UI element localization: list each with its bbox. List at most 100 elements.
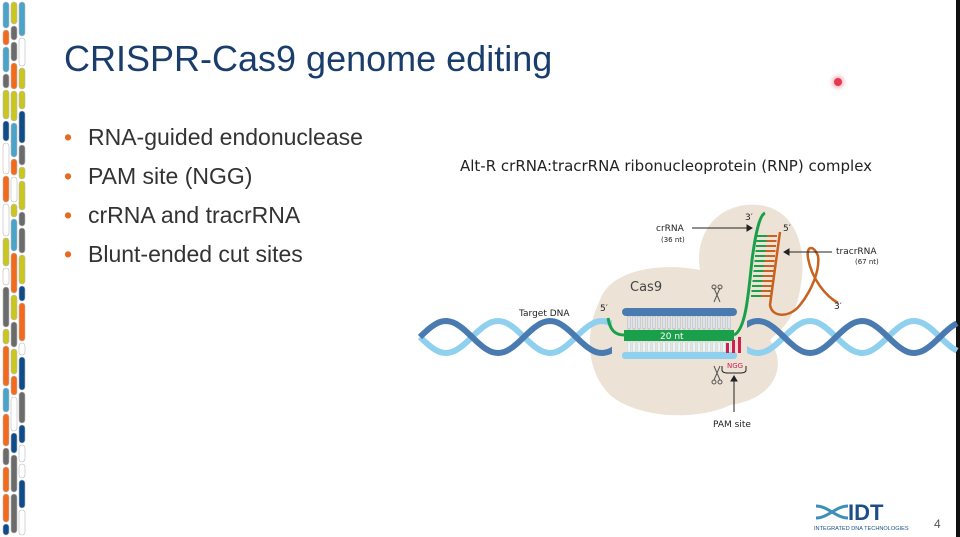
label-5-prime: 5′ <box>783 224 791 234</box>
chromosome-segment <box>18 1 26 37</box>
dna-bubble-top-strand <box>622 308 737 316</box>
base-pair <box>702 341 706 353</box>
bullet-icon: • <box>64 241 73 267</box>
chromosome-segment <box>18 285 26 302</box>
label-ngg: NGG <box>727 362 743 370</box>
chromosome-segment <box>2 120 10 142</box>
chromosome-segment <box>10 375 18 396</box>
base-pair <box>647 341 651 353</box>
base-pair <box>627 341 631 353</box>
base-pair <box>642 315 646 330</box>
dna-bubble-bottom-strand <box>622 352 737 359</box>
chromosome-segment <box>2 142 10 175</box>
base-pair <box>727 315 731 330</box>
bullet-item: • Blunt-ended cut sites <box>62 241 363 280</box>
pam-bars <box>726 337 741 353</box>
label-crrna-length: (36 nt) <box>661 236 685 244</box>
chromosome-segment <box>18 463 26 479</box>
chromosome-segment <box>18 444 26 463</box>
crispr-rnp-diagram: 20 nt NGG crRNA (36 nt) tracrRNA (67 nt)… <box>417 204 959 430</box>
chromosome-segment <box>2 267 10 286</box>
pam-bracket <box>721 366 747 374</box>
chromosome-segment <box>18 166 26 180</box>
svg-text:IDT: IDT <box>848 500 884 525</box>
base-pair <box>702 315 706 330</box>
chromosome-segment <box>10 1 18 25</box>
scissors-icon <box>711 365 723 385</box>
base-pair <box>677 315 681 330</box>
base-pair <box>697 315 701 330</box>
crrna-strand <box>606 211 766 337</box>
bullet-item: •RNA-guided endonuclease <box>62 124 363 163</box>
base-pair <box>662 341 666 353</box>
base-pair <box>662 315 666 330</box>
base-pair <box>627 315 631 330</box>
base-pair <box>687 315 691 330</box>
crrna-tracrrna-stem <box>751 235 777 297</box>
bullet-icon: • <box>64 202 73 228</box>
chromosome-segment <box>10 158 18 176</box>
crrna-spacer-20nt <box>624 330 734 341</box>
base-pair <box>672 341 676 353</box>
base-pair <box>667 341 671 353</box>
chromosome-segment <box>10 396 18 432</box>
chromosome-segment <box>18 37 26 67</box>
bullet-list: •RNA-guided endonuclease • PAM site (NGG)… <box>62 124 363 280</box>
chromosome-segment <box>2 237 10 267</box>
window-edge <box>956 0 960 537</box>
base-pair <box>642 341 646 353</box>
label-cas9: Cas9 <box>630 280 662 295</box>
base-pair <box>677 341 681 353</box>
label-20-nt: 20 nt <box>660 332 684 342</box>
logo-tagline: INTEGRATED DNA TECHNOLOGIES <box>814 526 909 532</box>
base-pair <box>637 341 641 353</box>
label-crrna: crRNA <box>656 224 685 234</box>
chromosome-segment <box>18 211 26 227</box>
bullet-text: PAM site (NGG) <box>88 163 253 189</box>
base-pair <box>682 341 686 353</box>
base-pair <box>632 315 636 330</box>
base-pair <box>672 315 676 330</box>
chromosome-segment <box>2 493 10 523</box>
label-5-prime: 5′ <box>600 304 608 314</box>
chromosome-segment <box>2 203 10 237</box>
base-pairs-top <box>627 315 731 330</box>
chromosome-segment <box>18 90 26 110</box>
bullet-icon: • <box>64 124 73 150</box>
chromosome-segment <box>10 41 18 62</box>
chromosome-segment <box>10 90 18 122</box>
chromosome-segment <box>18 479 26 509</box>
chromosome-segment <box>10 454 18 493</box>
chromosome-segment <box>10 432 18 454</box>
base-pair <box>652 341 656 353</box>
chromosome-segment <box>2 523 10 536</box>
chromosome-segment <box>10 25 18 41</box>
idt-logo: IDT INTEGRATED DNA TECHNOLOGIES <box>814 500 909 532</box>
chromosome-segment <box>18 67 26 90</box>
base-pair <box>682 315 686 330</box>
chromosome-segment <box>10 62 18 90</box>
chromosome-segment <box>18 144 26 166</box>
chromosome-segment <box>10 122 18 158</box>
chromosome-segment <box>10 252 18 294</box>
base-pair <box>652 315 656 330</box>
base-pair <box>722 315 726 330</box>
page-number: 4 <box>934 517 941 531</box>
chromosome-segment <box>2 286 10 328</box>
label-tracrrna: tracrRNA <box>836 247 877 257</box>
bullet-text: Blunt-ended cut sites <box>88 241 303 267</box>
chromosome-segment <box>10 493 18 534</box>
base-pair <box>692 341 696 353</box>
base-pairs-bottom <box>627 341 731 353</box>
chromosome-segment <box>18 509 26 536</box>
base-pair <box>707 341 711 353</box>
tracrrna-strand <box>768 231 839 316</box>
chromosome-segment <box>18 342 26 356</box>
chromosome-segment <box>18 424 26 444</box>
chromosome-segment <box>2 447 10 466</box>
chromosome-segment <box>10 218 18 252</box>
base-pair <box>647 315 651 330</box>
chromosome-segment <box>10 176 18 203</box>
arrowhead-icon <box>746 224 753 232</box>
chromosome-segment <box>18 110 26 144</box>
